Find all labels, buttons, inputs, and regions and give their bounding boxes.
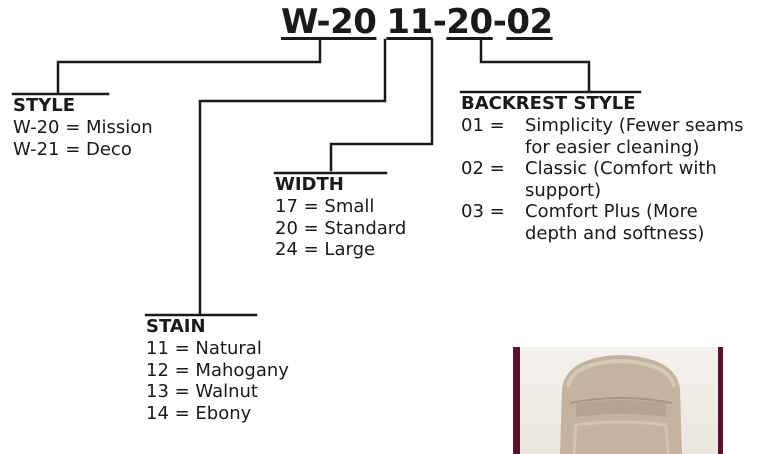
- stain-connector: [198, 38, 387, 315]
- stain-option: 11 = Natural: [146, 338, 262, 359]
- width-section: WIDTH 17 = Small 20 = Standard 24 = Larg…: [275, 174, 406, 261]
- chair-photo-background: [520, 347, 718, 454]
- style-connector: [56, 38, 322, 94]
- stain-title: STAIN: [146, 316, 206, 337]
- code-backrest-segment: 02: [506, 2, 553, 42]
- width-connector: [329, 38, 434, 172]
- width-option: 17 = Small: [275, 196, 375, 217]
- stain-option: 13 = Walnut: [146, 381, 258, 402]
- style-section: STYLE W-20 = Mission W-21 = Deco: [13, 95, 153, 160]
- backrest-option-code: 02 =: [461, 158, 505, 179]
- backrest-option-text: Comfort Plus (More: [525, 201, 698, 222]
- backrest-option-text: support): [525, 179, 602, 201]
- style-option: W-20 = Mission: [13, 117, 153, 138]
- backrest-option-code: 01 =: [461, 115, 505, 136]
- stain-section: STAIN 11 = Natural 12 = Mahogany 13 = Wa…: [146, 316, 289, 424]
- stain-option: 14 = Ebony: [146, 402, 252, 424]
- code-stain-segment: 11: [386, 2, 433, 42]
- backrest-option-text: for easier cleaning): [525, 136, 700, 158]
- stain-option: 12 = Mahogany: [146, 359, 289, 381]
- width-title: WIDTH: [275, 174, 344, 195]
- chair-backrest-image: [560, 355, 682, 454]
- code-dash: -: [492, 2, 507, 42]
- chair-photo: [513, 347, 723, 454]
- backrest-title: BACKREST STYLE: [461, 93, 636, 114]
- code-dash: -: [432, 2, 447, 42]
- backrest-option-text: Simplicity (Fewer seams: [525, 115, 744, 136]
- backrest-option-text: Classic (Comfort with: [525, 158, 717, 179]
- style-option: W-21 = Deco: [13, 138, 132, 160]
- backrest-option-text: depth and softness): [525, 222, 705, 244]
- width-option: 20 = Standard: [275, 217, 407, 239]
- code-width-segment: 20: [446, 2, 493, 42]
- style-title: STYLE: [13, 95, 76, 116]
- backrest-option-code: 03 =: [461, 201, 505, 222]
- code-style-segment: W-20: [281, 2, 377, 42]
- backrest-section: BACKREST STYLE 01 = Simplicity (Fewer sea…: [461, 93, 744, 244]
- backrest-connector: [479, 38, 591, 92]
- width-option: 24 = Large: [275, 239, 376, 260]
